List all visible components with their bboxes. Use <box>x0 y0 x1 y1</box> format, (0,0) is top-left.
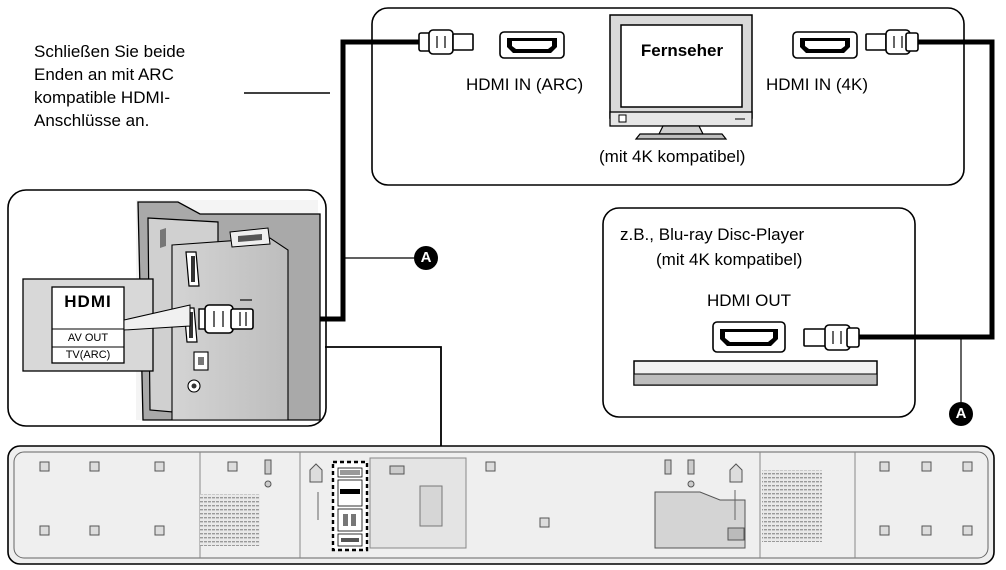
player-title-label: z.B., Blu-ray Disc-Player <box>620 225 805 244</box>
tv-name-label: Fernseher <box>640 41 724 60</box>
callout-hdmi-logo: HDMI <box>64 292 112 311</box>
hdmi-plug-player <box>803 324 860 351</box>
player-compat-label: (mit 4K kompatibel) <box>656 250 803 269</box>
note-line: Schließen Sie beide <box>34 42 186 61</box>
port-label-callout <box>22 278 191 372</box>
cable-a-tag-left: A <box>414 246 438 270</box>
tv-hdmi-4k-label: HDMI IN (4K) <box>766 75 868 94</box>
connection-instruction-note: Schließen Sie beide Enden an mit ARC kom… <box>34 40 185 132</box>
tv-hdmi-arc-label: HDMI IN (ARC) <box>466 75 584 94</box>
note-line: kompatible HDMI- <box>34 88 171 107</box>
tv-compat-label: (mit 4K kompatibel) <box>599 147 746 166</box>
soundbar-connector-strip <box>331 460 369 552</box>
soundbar-rear <box>7 445 995 565</box>
callout-tv-arc-label: TV(ARC) <box>65 349 111 361</box>
note-line: Enden an mit ARC <box>34 65 174 84</box>
callout-av-out-label: AV OUT <box>67 332 109 344</box>
hdmi-plug-tv-4k <box>865 29 919 55</box>
tv-hdmi-4k-port <box>792 31 858 59</box>
hdmi-cable-a-player <box>858 39 995 340</box>
hdmi-plug-soundbar <box>198 304 254 334</box>
player-hdmi-out-label: HDMI OUT <box>707 291 792 310</box>
tv-hdmi-arc-port <box>499 31 565 59</box>
note-line: Anschlüsse an. <box>34 111 150 130</box>
cable-a-tag-right: A <box>949 402 973 426</box>
tv-illustration <box>609 14 753 140</box>
blu-ray-player-body <box>633 360 878 386</box>
player-hdmi-port <box>712 321 786 353</box>
hdmi-plug-tv-arc <box>418 29 474 55</box>
